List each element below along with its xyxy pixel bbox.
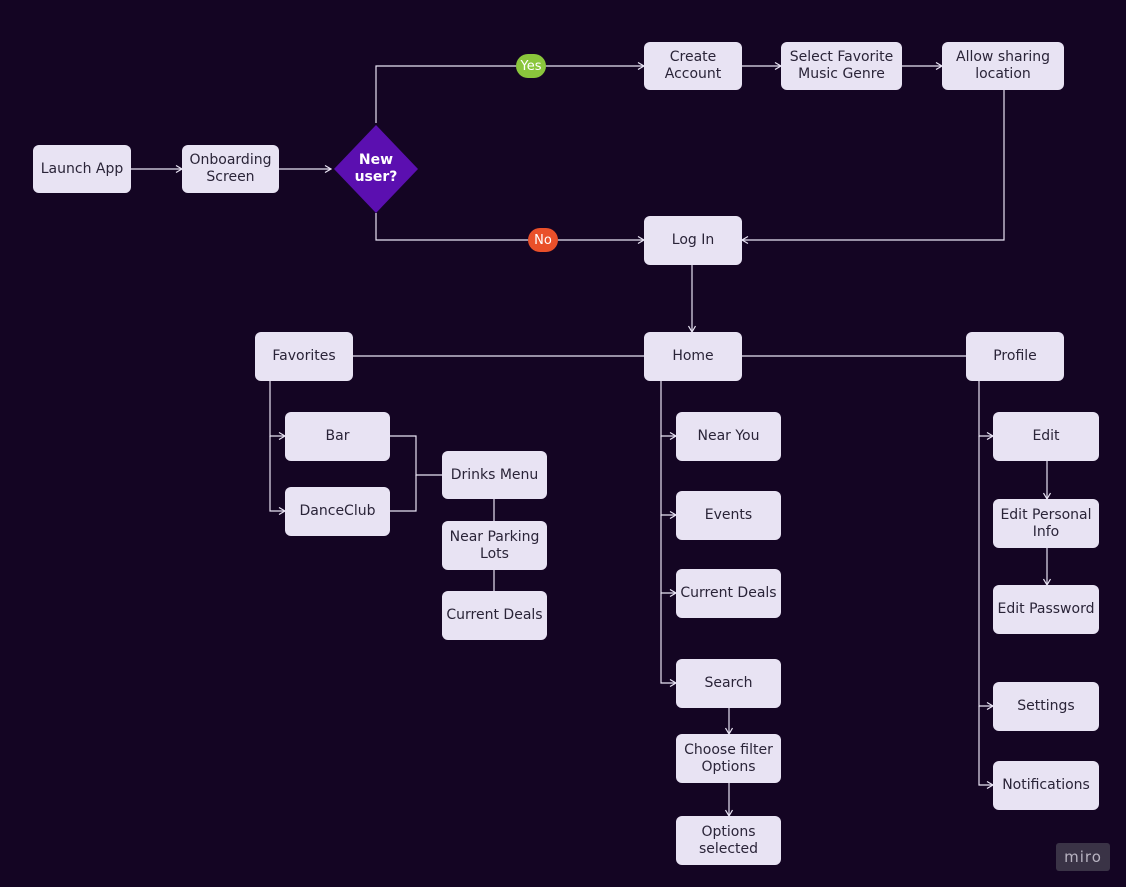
node-label: Near You	[697, 428, 760, 444]
node-label: Notifications	[1002, 777, 1090, 793]
events-node[interactable]: Events	[676, 491, 781, 540]
log-in-node[interactable]: Log In	[644, 216, 742, 265]
node-label: Options selected	[698, 823, 759, 857]
choose-filter-node[interactable]: Choose filter Options	[676, 734, 781, 783]
node-label: Home	[672, 348, 714, 364]
node-label: Edit	[1032, 428, 1060, 444]
favorites-current-deals-node[interactable]: Current Deals	[442, 591, 547, 640]
node-label: Launch App	[40, 160, 124, 177]
drinks-menu-node[interactable]: Drinks Menu	[442, 451, 547, 499]
connector-profile-settings	[978, 436, 993, 706]
near-parking-node[interactable]: Near Parking Lots	[442, 521, 547, 570]
node-label: Profile	[993, 348, 1037, 364]
search-node[interactable]: Search	[676, 659, 781, 708]
node-label: DanceClub	[299, 503, 376, 519]
node-label: Current Deals	[680, 585, 777, 601]
select-genre-node[interactable]: Select Favorite Music Genre	[781, 42, 902, 90]
connector-yes-branch	[375, 66, 644, 123]
node-label: Log In	[671, 232, 715, 248]
decision-diamond-shape	[334, 125, 418, 213]
yes-label: Yes	[520, 58, 542, 74]
notifications-node[interactable]: Notifications	[993, 761, 1099, 810]
onboarding-screen-node[interactable]: Onboarding Screen	[182, 145, 279, 193]
node-label: Edit Personal Info	[1000, 506, 1092, 540]
node-label: Create Account	[664, 49, 722, 82]
profile-node[interactable]: Profile	[966, 332, 1064, 381]
logo-text: miro	[1064, 848, 1102, 866]
connector-bar-drinks	[390, 435, 442, 476]
node-label: Settings	[1017, 698, 1075, 714]
connector-location-login	[742, 90, 1005, 240]
edit-personal-info-node[interactable]: Edit Personal Info	[993, 499, 1099, 548]
create-account-node[interactable]: Create Account	[644, 42, 742, 90]
node-label: Current Deals	[446, 607, 543, 623]
connector-home-deals	[660, 515, 676, 593]
connector-danceclub-drinks	[390, 475, 417, 512]
home-current-deals-node[interactable]: Current Deals	[676, 569, 781, 618]
node-label: Favorites	[272, 348, 336, 364]
node-label: Bar	[325, 428, 350, 444]
node-label: Search	[704, 675, 753, 691]
node-label: Select Favorite Music Genre	[789, 49, 894, 82]
connector-favorites-bar	[269, 381, 285, 436]
new-user-decision[interactable]: New user?	[334, 125, 418, 213]
decision-label: New user?	[354, 152, 398, 185]
node-label: Near Parking Lots	[449, 528, 540, 562]
danceclub-node[interactable]: DanceClub	[285, 487, 390, 536]
yes-badge: Yes	[516, 54, 546, 78]
bar-node[interactable]: Bar	[285, 412, 390, 461]
edit-node[interactable]: Edit	[993, 412, 1099, 461]
connector-home-nearyou	[660, 381, 676, 436]
home-node[interactable]: Home	[644, 332, 742, 381]
near-you-node[interactable]: Near You	[676, 412, 781, 461]
settings-node[interactable]: Settings	[993, 682, 1099, 731]
favorites-node[interactable]: Favorites	[255, 332, 353, 381]
node-label: Onboarding Screen	[189, 152, 272, 185]
miro-logo: miro	[1056, 843, 1110, 871]
node-label: Choose filter Options	[684, 741, 773, 775]
allow-location-node[interactable]: Allow sharing location	[942, 42, 1064, 90]
node-label: Allow sharing location	[956, 49, 1050, 82]
connector-profile-edit	[978, 381, 993, 436]
options-selected-node[interactable]: Options selected	[676, 816, 781, 865]
connector-profile-notifications	[978, 706, 993, 785]
node-label: Edit Password	[997, 601, 1095, 617]
no-badge: No	[528, 228, 558, 252]
node-label: Events	[704, 507, 753, 523]
connector-home-events	[660, 436, 676, 515]
no-label: No	[534, 232, 552, 248]
edit-password-node[interactable]: Edit Password	[993, 585, 1099, 634]
connector-home-search	[660, 593, 676, 683]
launch-app-node[interactable]: Launch App	[33, 145, 131, 193]
connector-no-branch	[375, 213, 644, 240]
connector-favorites-danceclub	[269, 436, 285, 511]
node-label: Drinks Menu	[450, 466, 539, 483]
